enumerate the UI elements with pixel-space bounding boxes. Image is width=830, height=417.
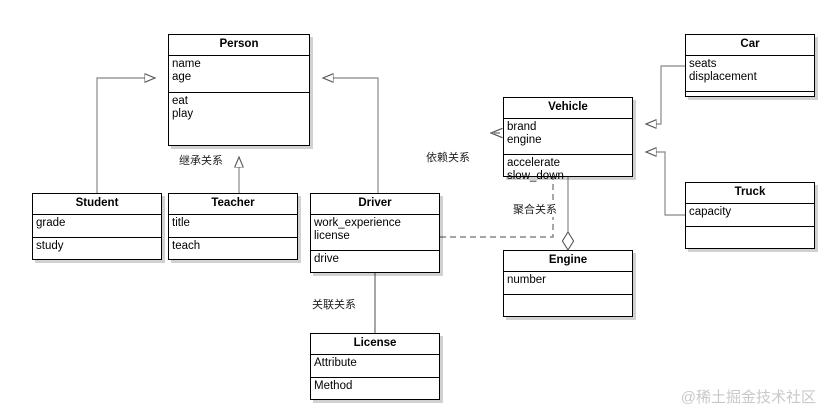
class-title-license: License [311, 334, 439, 355]
class-method: play [172, 108, 194, 120]
class-title-driver: Driver [311, 194, 439, 215]
class-attributes-vehicle: brand engine [504, 119, 632, 155]
class-attribute: title [172, 216, 190, 229]
class-methods-driver: drive [311, 251, 439, 269]
class-method: eat [172, 94, 188, 107]
class-attribute: name [172, 57, 201, 70]
class-box-license[interactable]: License Attribute Method [310, 333, 440, 400]
class-title-car: Car [686, 35, 814, 56]
class-attribute: capacity [689, 205, 732, 218]
class-attributes-engine: number [504, 272, 632, 295]
class-attributes-teacher: title [169, 215, 297, 238]
class-title-vehicle: Vehicle [504, 98, 632, 119]
class-attributes-truck: capacity [686, 204, 814, 227]
edge-label-aggregation: 聚合关系 [512, 204, 558, 217]
class-box-truck[interactable]: Truck capacity [685, 182, 815, 249]
class-attribute: license [314, 230, 350, 242]
edge-driver-inherits-person [323, 78, 379, 193]
class-box-teacher[interactable]: Teacher title teach [168, 193, 298, 260]
class-title-truck: Truck [686, 183, 814, 204]
class-methods-car [686, 92, 814, 96]
class-attributes-person: name age [169, 56, 309, 93]
class-methods-truck [686, 227, 814, 231]
class-box-car[interactable]: Car seats displacement [685, 34, 815, 97]
edge-car-inherits-vehicle [646, 65, 685, 124]
edge-truck-inherits-vehicle [646, 152, 685, 216]
class-title-person: Person [169, 35, 309, 56]
class-box-person[interactable]: Person name age eat play [168, 34, 310, 146]
class-method: accelerate [507, 156, 561, 169]
class-method: slow_down [507, 170, 564, 182]
class-attribute: brand [507, 120, 537, 133]
class-box-vehicle[interactable]: Vehicle brand engine accelerate slow_dow… [503, 97, 633, 182]
class-method: drive [314, 252, 339, 265]
edge-driver-depends-vehicle [440, 133, 554, 238]
class-method: teach [172, 239, 201, 252]
class-method: study [36, 239, 64, 252]
class-box-student[interactable]: Student grade study [32, 193, 162, 260]
class-methods-license: Method [311, 378, 439, 396]
class-attribute: work_experience [314, 216, 401, 229]
class-box-engine[interactable]: Engine number [503, 250, 633, 317]
class-attribute: engine [507, 134, 542, 146]
edge-label-dependency: 依赖关系 [425, 152, 471, 165]
class-title-teacher: Teacher [169, 194, 297, 215]
edge-label-inheritance: 继承关系 [178, 155, 224, 168]
edge-label-association: 关联关系 [311, 299, 357, 312]
class-box-driver[interactable]: Driver work_experience license drive [310, 193, 440, 273]
class-attribute: age [172, 71, 192, 83]
class-attributes-driver: work_experience license [311, 215, 439, 251]
class-attributes-car: seats displacement [686, 56, 814, 92]
class-methods-vehicle: accelerate slow_down [504, 155, 632, 186]
class-method: Method [314, 379, 353, 392]
watermark: @稀土掘金技术社区 [680, 389, 816, 406]
class-methods-student: study [33, 238, 161, 256]
class-attribute: Attribute [314, 356, 357, 369]
class-attribute: seats [689, 57, 717, 70]
class-attribute: displacement [689, 71, 757, 83]
class-methods-person: eat play [169, 93, 309, 124]
class-attribute: number [507, 273, 546, 286]
class-methods-teacher: teach [169, 238, 297, 256]
class-attribute: grade [36, 216, 66, 229]
class-title-student: Student [33, 194, 161, 215]
class-attributes-student: grade [33, 215, 161, 238]
class-attributes-license: Attribute [311, 355, 439, 378]
class-methods-engine [504, 295, 632, 299]
edge-student-inherits-person [96, 78, 155, 193]
class-title-engine: Engine [504, 251, 632, 272]
